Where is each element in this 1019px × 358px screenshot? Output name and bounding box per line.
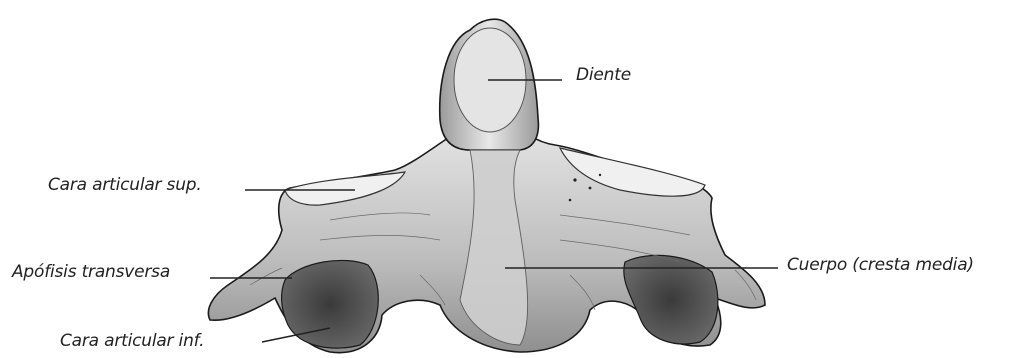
label-apofisis-transversa: Apófisis transversa (12, 262, 170, 282)
label-cara-articular-inf: Cara articular inf. (60, 331, 204, 351)
label-cara-articular-sup: Cara articular sup. (48, 175, 202, 195)
label-cuerpo-cresta-media: Cuerpo (cresta media) (787, 255, 974, 275)
label-diente: Diente (576, 65, 631, 85)
